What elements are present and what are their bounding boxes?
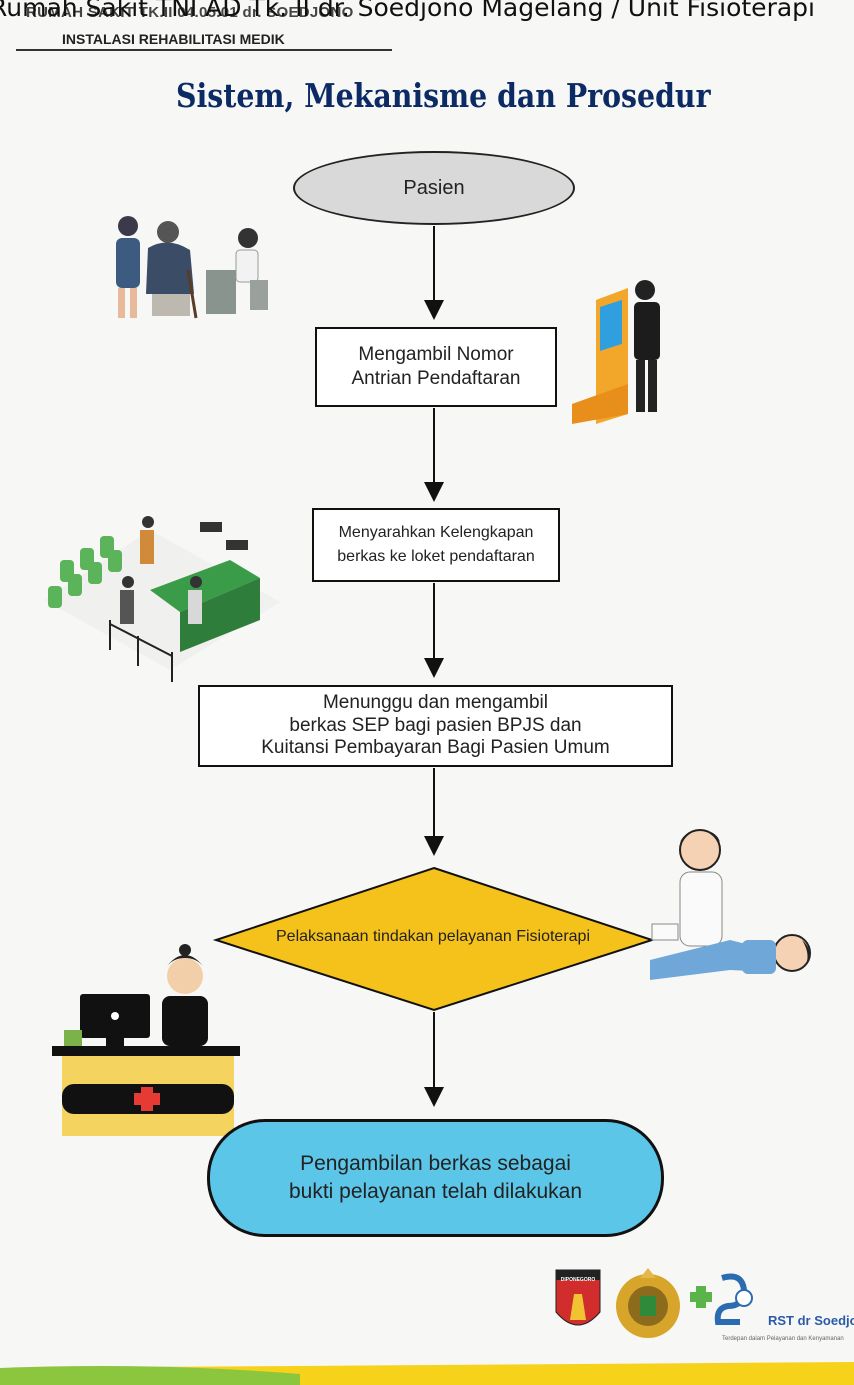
- decision-label: Pelaksanaan tindakan pelayanan Fisiotera…: [276, 928, 590, 945]
- rst-logo: [690, 1273, 753, 1325]
- header-unit-name: INSTALASI REHABILITASI MEDIK: [62, 31, 285, 47]
- step3-line1: Menyarahkan Kelengkapan: [338, 524, 534, 541]
- end-line1: Pengambilan berkas sebagai: [300, 1151, 571, 1175]
- step4-line3: Kuitansi Pembayaran Bagi Pasien Umum: [261, 737, 610, 759]
- diponegoro-label: DIPONEGORO: [560, 1277, 596, 1283]
- therapist-illustration: [650, 829, 811, 980]
- step2-line2: Antrian Pendaftaran: [351, 368, 521, 389]
- decision-diamond: [212, 866, 656, 1012]
- header-divider: [16, 49, 392, 51]
- step4-line2: berkas SEP bagi pasien BPJS dan: [289, 714, 582, 736]
- start-label: Pasien: [403, 176, 465, 199]
- step-submit-documents: Menyarahkan Kelengkapan berkas ke loket …: [312, 508, 560, 582]
- step2-line1: Mengambil Nomor: [358, 344, 514, 366]
- header-hospital-name: RUMAH SAKIT TK.II 04.05.01 dr. SOEDJONO: [26, 4, 354, 21]
- step-wait-and-collect: Menunggu dan mengambil berkas SEP bagi p…: [198, 685, 673, 767]
- kiosk-illustration: [572, 280, 660, 424]
- rst-brand-label: RST dr Soedjono: [768, 1313, 854, 1328]
- step3-line2: berkas ke loket pendaftaran: [337, 548, 535, 565]
- step4-line1: Menunggu dan mengambil: [322, 691, 548, 713]
- end-line2: bukti pelayanan telah dilakukan: [288, 1180, 583, 1203]
- army-emblem: [616, 1268, 680, 1338]
- diponegoro-emblem: [555, 1269, 601, 1326]
- patients-illustration: [116, 216, 268, 319]
- overlay-title: Rumah Sakit TNI AD Tk. II dr. Soedjono M…: [0, 0, 815, 22]
- rst-tagline: Terdepan dalam Pelayanan dan Kenyamanan: [722, 1336, 844, 1342]
- step-take-queue-number: Mengambil Nomor Antrian Pendaftaran: [315, 327, 557, 407]
- waiting-room-illustration: [44, 516, 280, 682]
- end-terminal: Pengambilan berkas sebagai bukti pelayan…: [207, 1119, 664, 1237]
- page-title: Sistem, Mekanisme dan Prosedur: [176, 76, 711, 115]
- reception-desk-illustration: [52, 944, 240, 1136]
- start-terminal: Pasien: [293, 151, 575, 225]
